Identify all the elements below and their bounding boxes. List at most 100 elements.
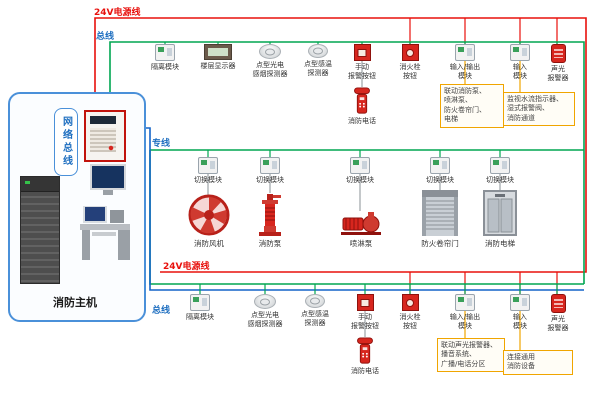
manual-alarm-button-bottom: 手动 报警按钮 [345, 294, 385, 331]
io-module-top: 输入/输出 模块 [441, 44, 489, 81]
power-line-bottom-label: 24V电源线 [163, 262, 210, 272]
icon-slot [340, 190, 382, 236]
switch-module-5: 切换模块 [480, 157, 520, 185]
note-linkage-broadcast: 联动声光报警器、 播音系统、 广播/电话分区 [437, 338, 505, 373]
manual-alarm-button-icon [356, 294, 374, 311]
device-label: 点型光电 感烟探测器 [252, 61, 288, 78]
fire-elevator: 消防电梯 [478, 190, 522, 249]
smoke-detector-top: 点型光电 感烟探测器 [244, 44, 296, 79]
dedicated-drops [207, 150, 501, 157]
switch-module-icon [490, 157, 510, 174]
device-label: 输入/输出 模块 [449, 63, 481, 80]
server-cabinet-icon [20, 176, 60, 284]
switch-module-4: 切换模块 [420, 157, 460, 185]
smoke-detector-icon [259, 44, 281, 59]
icon-slot [257, 190, 283, 236]
note-monitor-flow: 监视水流指示器、 湿式报警阀、 消防通道 [503, 92, 575, 127]
device-label: 切换模块 [256, 176, 284, 184]
sound-light-alarm-icon [550, 294, 566, 313]
device-label: 消火栓 按钮 [399, 313, 421, 330]
heat-detector-bottom: 点型感温 探测器 [291, 294, 339, 328]
alarm-control-panel-icon [84, 110, 126, 162]
bus-drops-bottom [199, 284, 558, 295]
fire-telephone-top: 消防电话 [344, 87, 380, 126]
device-label: 消火栓 按钮 [399, 63, 421, 80]
fire-telephone-icon [357, 337, 373, 364]
device-label: 消防电话 [348, 117, 376, 125]
floor-display: 楼层显示器 [194, 44, 242, 71]
device-label: 切换模块 [346, 176, 374, 184]
equipment-label: 喷淋泵 [349, 239, 373, 248]
input-module-bottom: 输入 模块 [500, 294, 540, 331]
power-drops-bottom [409, 272, 558, 294]
fire-pump: 消防泵 [253, 190, 287, 249]
note-linkage-pumps: 联动消防泵、 喷淋泵、 防火卷帘门、 电梯 [440, 84, 504, 128]
smoke-detector-icon [254, 294, 276, 309]
device-label: 隔离模块 [151, 63, 179, 71]
input-module-icon [510, 44, 530, 61]
input-module-top: 输入 模块 [500, 44, 540, 81]
host-title: 消防主机 [53, 296, 97, 309]
sound-light-alarm-top: 声光 报警器 [540, 44, 576, 83]
network-bus-label: 网络总线 [54, 108, 78, 176]
fire-fan-icon [188, 194, 230, 236]
fire-telephone-icon [354, 87, 370, 114]
sound-light-alarm-bottom: 声光 报警器 [540, 294, 576, 333]
sound-light-alarm-icon [550, 44, 566, 63]
fire-roller-door: 防火卷帘门 [418, 190, 462, 249]
isolation-module-icon [190, 294, 210, 311]
switch-module-1: 切换模块 [188, 157, 228, 185]
fire-telephone-bottom: 消防电话 [347, 337, 383, 376]
device-label: 输入 模块 [513, 313, 527, 330]
equipment-label: 消防泵 [258, 239, 282, 248]
isolation-module-bottom: 隔离模块 [180, 294, 220, 322]
switch-module-2: 切换模块 [250, 157, 290, 185]
note-generic-devices: 连接通用 消防设备 [503, 350, 573, 375]
device-label: 切换模块 [486, 176, 514, 184]
equipment-label: 防火卷帘门 [421, 239, 459, 248]
floor-display-icon [204, 44, 232, 60]
device-label: 点型感温 探测器 [301, 310, 329, 327]
device-label: 点型光电 感烟探测器 [247, 311, 283, 328]
equipment-connectors [207, 171, 501, 211]
device-label: 隔离模块 [186, 313, 214, 321]
device-label: 点型感温 探测器 [304, 60, 332, 77]
hydrant-button-bottom: 消火栓 按钮 [390, 294, 430, 331]
fire-elevator-icon [483, 190, 517, 236]
phone-connectors [361, 59, 366, 337]
device-label: 切换模块 [194, 176, 222, 184]
icon-slot [483, 190, 517, 236]
manual-alarm-button-top: 手动 报警按钮 [342, 44, 382, 81]
isolation-module-icon [155, 44, 175, 61]
device-label: 楼层显示器 [200, 62, 236, 70]
heat-detector-icon [308, 44, 328, 58]
switch-module-3: 切换模块 [340, 157, 380, 185]
switch-module-icon [350, 157, 370, 174]
power-drops-top [409, 18, 558, 44]
device-label: 消防电话 [351, 367, 379, 375]
input-module-icon [510, 294, 530, 311]
monitor-icon [90, 164, 126, 190]
smoke-detector-bottom: 点型光电 感烟探测器 [239, 294, 291, 329]
device-label: 手动 报警按钮 [351, 313, 379, 330]
power-line-top-label: 24V电源线 [94, 8, 141, 18]
io-module-bottom: 输入/输出 模块 [441, 294, 489, 331]
sprinkler-pump: 喷淋泵 [338, 190, 384, 249]
bus-line-top [109, 41, 585, 284]
hydrant-button-top: 消火栓 按钮 [390, 44, 430, 81]
switch-module-icon [198, 157, 218, 174]
device-label: 输入 模块 [513, 63, 527, 80]
hydrant-button-icon [401, 294, 419, 311]
device-label: 输入/输出 模块 [449, 313, 481, 330]
power-line-loop [94, 17, 587, 273]
bus-line-bottom-label: 总线 [152, 306, 171, 316]
operator-console-icon [80, 206, 130, 260]
note-connectors [464, 59, 521, 350]
fire-roller-door-icon [422, 190, 458, 236]
equipment-label: 消防风机 [194, 239, 224, 248]
equipment-label: 消防电梯 [485, 239, 515, 248]
dedicated-line-label: 专线 [152, 139, 171, 149]
sprinkler-pump-icon [341, 212, 381, 235]
